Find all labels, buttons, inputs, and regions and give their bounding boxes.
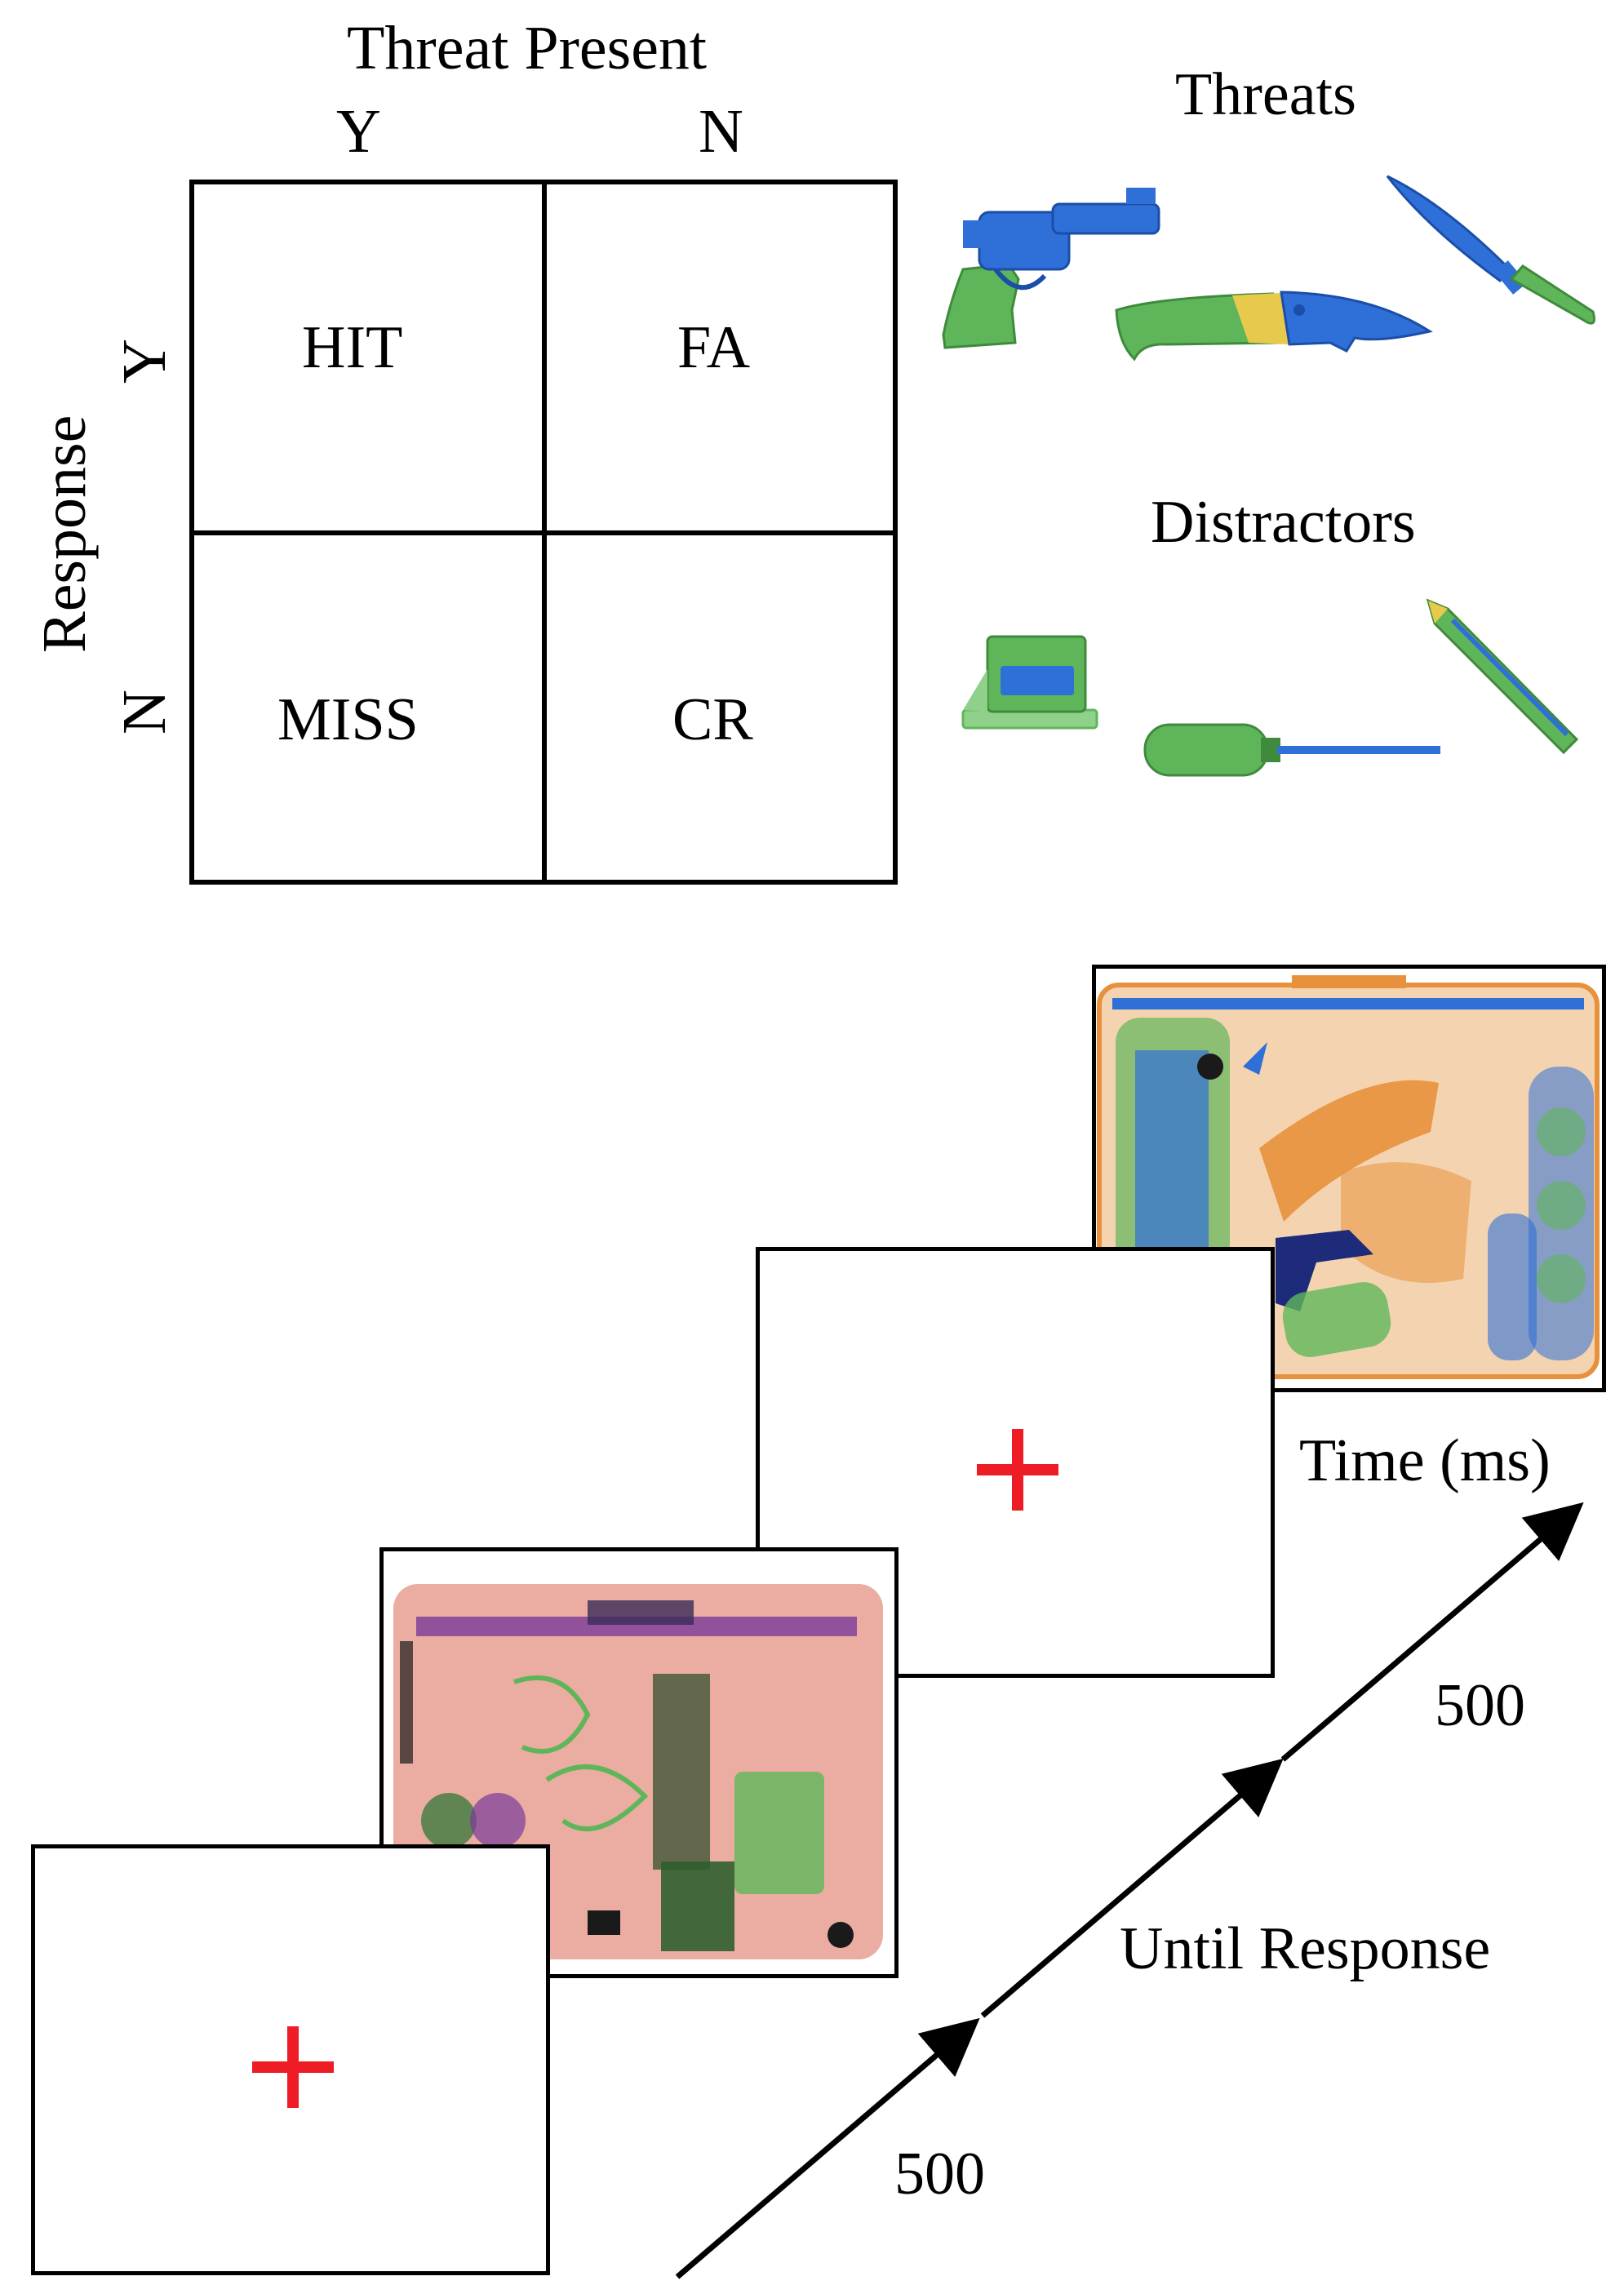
threats-label: Threats <box>1175 61 1356 128</box>
cell-correct-rejection: CR <box>672 686 753 753</box>
time-axis-label: Time (ms) <box>1299 1427 1551 1494</box>
cell-miss: MISS <box>277 686 419 753</box>
duration-fixation-1: 500 <box>894 2141 985 2207</box>
duration-search: Until Response <box>1120 1915 1491 1982</box>
duration-fixation-2: 500 <box>1435 1672 1525 1739</box>
timeline-arrow-3 <box>1280 1502 1584 1762</box>
fixation-cross-icon <box>977 1429 1058 1511</box>
fixation-cross-icon <box>252 2026 334 2108</box>
revolver-icon <box>942 188 1160 349</box>
distractors-label: Distractors <box>1151 489 1416 556</box>
column-header: Threat Present <box>347 14 708 82</box>
column-label-yes: Y <box>336 97 381 166</box>
pencil-icon <box>1426 598 1579 755</box>
combat-knife-icon <box>1386 175 1595 325</box>
cell-hit: HIT <box>302 314 403 381</box>
cell-false-alarm: FA <box>677 314 751 381</box>
timeline-arrow-1 <box>675 2017 980 2279</box>
matrix-divider-horizontal <box>189 530 898 535</box>
hunting-knife-icon <box>1115 291 1433 362</box>
screwdriver-icon <box>1143 723 1440 777</box>
column-label-no: N <box>699 97 743 166</box>
fixation-screen-1 <box>31 1844 550 2275</box>
timeline-arrow-2 <box>980 1758 1284 2018</box>
stapler-icon <box>961 635 1098 730</box>
